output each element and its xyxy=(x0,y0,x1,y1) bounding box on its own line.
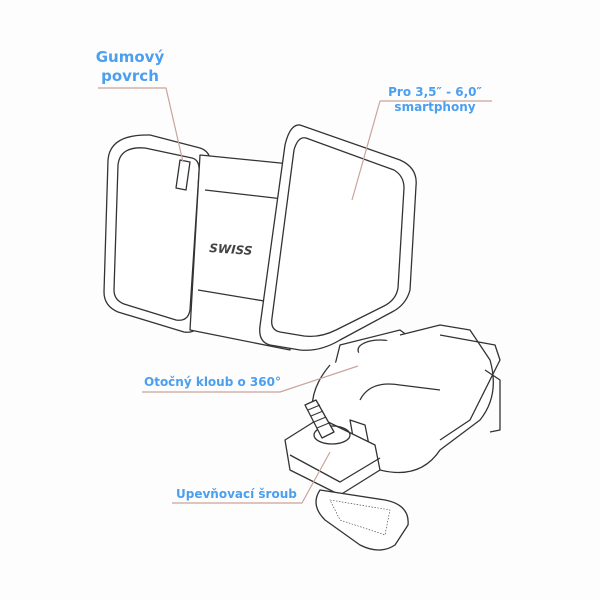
label-line: povrch xyxy=(101,67,159,85)
label-line: Gumový xyxy=(95,48,165,66)
brand-mark: SWISS xyxy=(209,241,253,258)
mounting-screw xyxy=(304,399,335,439)
label-line: smartphony xyxy=(394,100,476,114)
label-swivel-joint: Otočný kloub o 360° xyxy=(144,375,281,389)
label-line: Pro 3,5″ - 6,0″ xyxy=(388,85,482,99)
label-phone-size: Pro 3,5″ - 6,0″ smartphony xyxy=(385,85,485,114)
label-mounting-screw: Upevňovací šroub xyxy=(176,487,297,501)
leader-lines xyxy=(98,87,492,504)
label-rubber-surface: Gumový povrch xyxy=(92,48,168,86)
right-grip xyxy=(259,124,417,351)
tightening-knob xyxy=(315,489,409,551)
